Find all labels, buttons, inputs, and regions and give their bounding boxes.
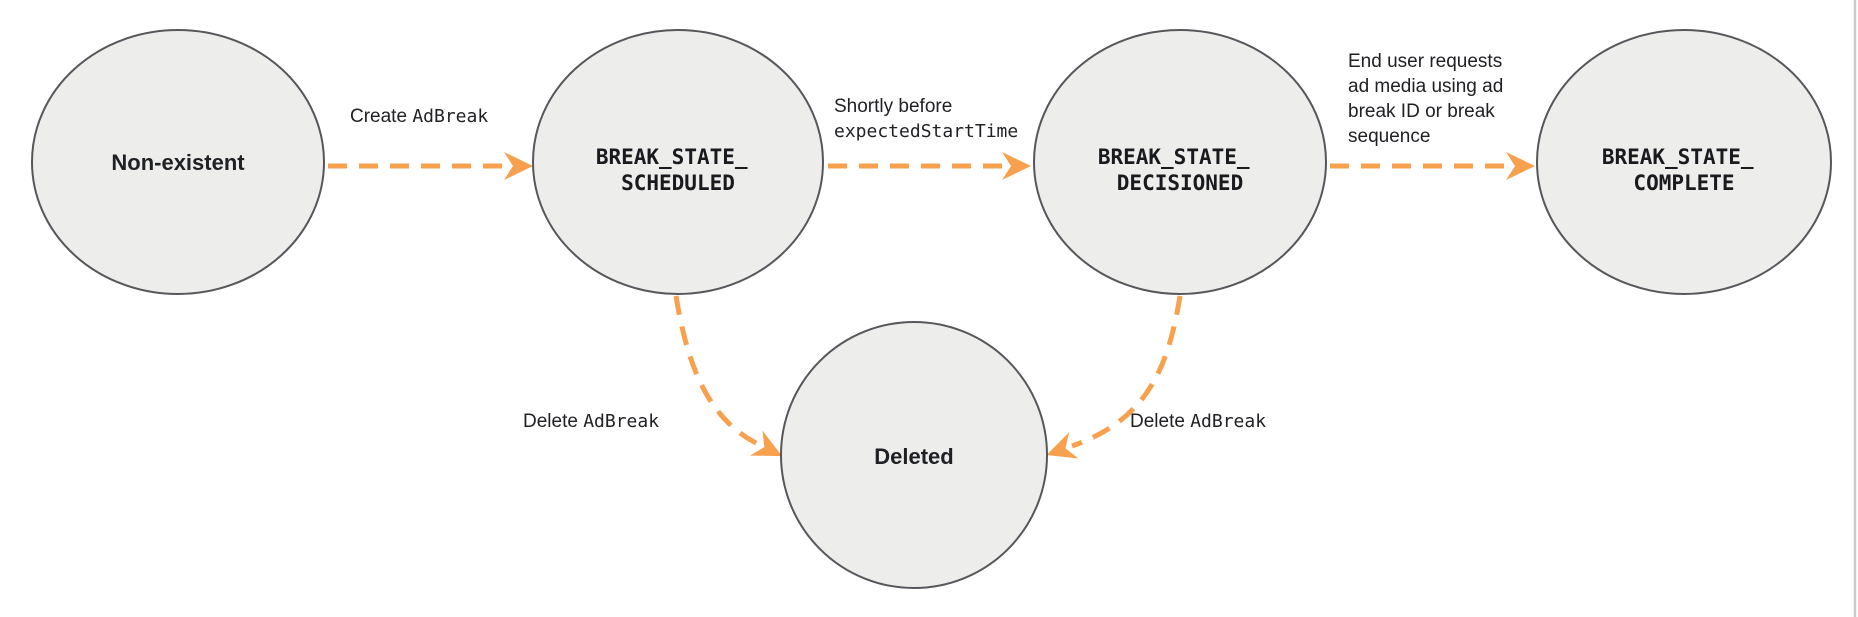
state-label-break-state-decisioned: BREAK_STATE_ DECISIONED <box>1098 145 1262 195</box>
state-label-line: DECISIONED <box>1117 171 1243 195</box>
edge-label-sans-part: Delete <box>523 411 583 432</box>
edge-label-create-adbreak: Create AdBreak <box>350 106 488 127</box>
edge-label-line: Shortly before <box>834 96 952 117</box>
state-node-deleted: Deleted <box>780 321 1048 589</box>
state-node-break-state-decisioned: BREAK_STATE_ DECISIONED <box>1033 29 1327 295</box>
state-label-line: COMPLETE <box>1633 171 1734 195</box>
edge-label-sans-part: Create <box>350 106 412 127</box>
edge-label-code-line: expectedStartTime <box>834 121 1018 142</box>
edge-label-line: ad media using ad <box>1348 76 1503 97</box>
state-label-break-state-complete: BREAK_STATE_ COMPLETE <box>1602 145 1766 195</box>
state-label-line: SCHEDULED <box>621 171 735 195</box>
state-circle-deleted <box>780 321 1048 589</box>
edge-label-code-part: AdBreak <box>412 106 488 127</box>
edge-label-line: sequence <box>1348 126 1430 147</box>
edge-label-code-part: AdBreak <box>1190 411 1266 432</box>
state-circle-break-state-decisioned <box>1033 29 1327 295</box>
edge-label-line: End user requests <box>1348 51 1502 72</box>
state-label-line: BREAK_STATE_ <box>1602 145 1754 169</box>
edge-label-end-user-requests: End user requests ad media using ad brea… <box>1348 51 1509 147</box>
state-label-non-existent: Non-existent <box>111 150 245 175</box>
state-circle-break-state-scheduled <box>532 29 824 295</box>
arrow-delete-adbreak-from-decisioned <box>1046 295 1183 459</box>
edge-label-line: break ID or break <box>1348 101 1495 122</box>
edge-label-shortly-before: Shortly before expectedStartTime <box>834 96 1018 142</box>
state-label-line: BREAK_STATE_ <box>596 145 748 169</box>
edge-label-code-part: AdBreak <box>583 411 659 432</box>
edge-label-delete-adbreak-left: Delete AdBreak <box>523 411 659 432</box>
state-label-deleted: Deleted <box>874 444 953 469</box>
state-label-line: BREAK_STATE_ <box>1098 145 1250 169</box>
state-node-break-state-complete: BREAK_STATE_ COMPLETE <box>1536 29 1832 295</box>
state-node-break-state-scheduled: BREAK_STATE_ SCHEDULED <box>532 29 824 295</box>
edge-label-delete-adbreak-right: Delete AdBreak <box>1130 411 1266 432</box>
state-circle-break-state-complete <box>1536 29 1832 295</box>
arrow-delete-adbreak-from-scheduled <box>673 295 783 457</box>
state-circle-non-existent <box>31 29 325 295</box>
edge-label-sans-part: Delete <box>1130 411 1190 432</box>
state-label-break-state-scheduled: BREAK_STATE_ SCHEDULED <box>596 145 760 195</box>
state-node-non-existent: Non-existent <box>31 29 325 295</box>
state-nodes: Non-existent BREAK_STATE_ SCHEDULED BREA… <box>31 29 1832 589</box>
transition-arrows <box>328 152 1535 459</box>
